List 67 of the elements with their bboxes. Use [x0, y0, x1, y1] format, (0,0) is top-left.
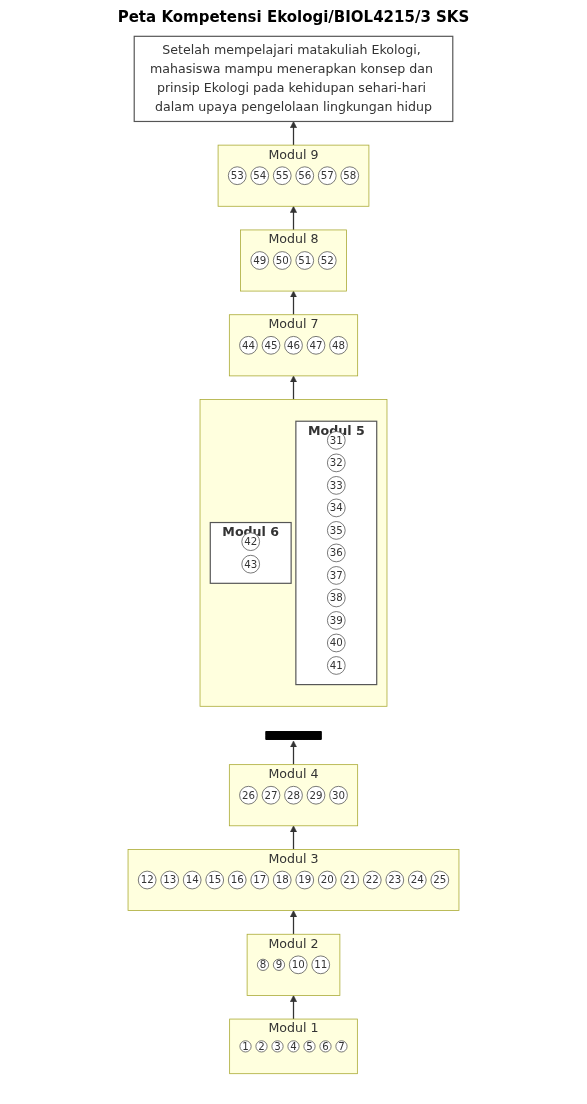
node-circle: 11 [311, 955, 331, 975]
node-circle: 55 [272, 166, 292, 185]
node-circle: 48 [329, 336, 348, 355]
node-circle: 38 [327, 588, 346, 608]
node-circle: 22 [363, 870, 382, 890]
node-circle: 52 [318, 251, 337, 270]
node-circle: 3 [271, 1040, 284, 1053]
node-box: Setelah mempelajari matakuliah Ekologi, mahasiswa mampu menerapkan konsep dan prinsip Ekologi pada kehidupan sehari-hari dalam upaya pengelolaan lingkungan hidup [133, 35, 454, 123]
arrow [290, 910, 297, 935]
node-circle: 39 [327, 611, 346, 630]
node-circle: 23 [385, 870, 405, 890]
node-circle: 17 [250, 870, 269, 890]
node-circle: 47 [306, 336, 326, 355]
arrow [290, 825, 297, 851]
node-circle: 9 [272, 958, 285, 971]
node-circle: 5 [303, 1040, 316, 1053]
node-circle: 16 [227, 870, 247, 890]
node-circle: 26 [239, 785, 258, 805]
node-circle: 18 [272, 870, 292, 890]
node-circle: 43 [241, 554, 260, 574]
arrow [290, 375, 297, 401]
node-circle: 56 [295, 166, 315, 185]
node-circle: 21 [340, 870, 360, 890]
node-circle: 2 [255, 1040, 268, 1053]
node-circle: 34 [327, 498, 346, 518]
node-circle: 36 [327, 543, 346, 563]
arrow [290, 740, 297, 766]
node-circle: 20 [318, 870, 337, 890]
node-circle: 6 [319, 1040, 332, 1053]
node-circle: 19 [295, 870, 315, 890]
node-circle: 53 [227, 166, 247, 185]
node-circle: 8 [256, 958, 269, 971]
node-circle: 15 [205, 870, 224, 890]
node-circle: 28 [284, 785, 303, 805]
node-circle: 32 [327, 453, 346, 473]
node-circle: 51 [295, 251, 315, 270]
node-circle: 7 [335, 1040, 348, 1053]
node-circle: 57 [318, 166, 337, 185]
node-circle: 44 [239, 336, 258, 355]
node-circle: 12 [137, 870, 157, 890]
node-circle: 54 [250, 166, 269, 185]
node-circle: 49 [250, 251, 269, 270]
node-circle: 46 [284, 336, 303, 355]
node-circle: 27 [261, 785, 281, 805]
node-circle: 4 [287, 1040, 300, 1053]
node-circle: 29 [306, 785, 326, 805]
node-circle: 13 [160, 870, 179, 890]
node-circle: 1 [239, 1040, 252, 1053]
node-circle: 50 [272, 251, 292, 270]
node-circle: 40 [327, 633, 346, 653]
node-circle: 10 [288, 955, 308, 975]
node-circle: 45 [261, 336, 281, 355]
arrow [290, 121, 297, 146]
arrow [290, 995, 297, 1020]
diagram-title: Peta Kompetensi Ekologi/BIOL4215/3 SKS [116, 8, 471, 26]
node-circle: 14 [182, 870, 202, 890]
node-circle: 33 [327, 476, 346, 495]
node-circle: 30 [329, 785, 348, 805]
arrow [290, 290, 297, 316]
node-circle: 37 [327, 566, 346, 585]
node-circle: 58 [340, 166, 360, 185]
node-circle: 25 [430, 870, 450, 890]
node-circle: 24 [408, 870, 427, 890]
cluster [199, 399, 388, 707]
node-circle: 41 [327, 656, 346, 675]
arrow [290, 205, 297, 231]
node-circle: 35 [327, 521, 346, 540]
